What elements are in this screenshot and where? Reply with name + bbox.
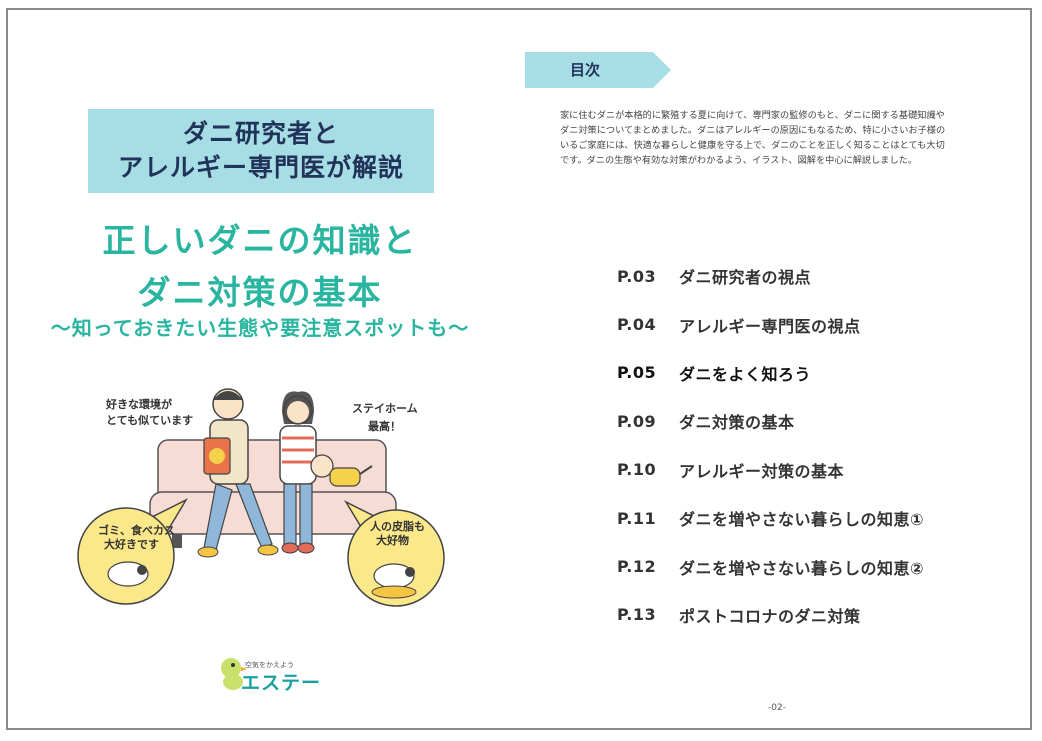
- toc-item-p03[interactable]: P.03 ダニ研究者の視点: [617, 252, 924, 300]
- bubble-bottom-right-line-2: 大好物: [376, 533, 409, 547]
- intro-line-3: いるご家庭には、快適な暮らしと健康を守る上で、ダニのことを正しく知ることはとても…: [560, 140, 945, 151]
- intro-line-2: ダニ対策についてまとめました。ダニはアレルギーの原因にもなるため、特に小さいお子…: [560, 125, 946, 136]
- toc-title: ダニ対策の基本: [679, 413, 795, 433]
- bubble-right-line-1: ステイホーム: [352, 402, 418, 415]
- toc-page-number: P.05: [617, 363, 657, 383]
- chick-logo-icon: [221, 658, 247, 690]
- headline-line-2: アレルギー専門医が解説: [117, 153, 404, 182]
- toc-title: ダニをよく知ろう: [679, 364, 812, 384]
- toc-item-p05[interactable]: P.05 ダニをよく知ろう: [617, 349, 924, 397]
- toc-page-number: P.10: [617, 460, 657, 480]
- bubble-right-line-2: 最高！: [368, 419, 401, 433]
- subtitle: ～知っておきたい生態や要注意スポットも～: [50, 316, 470, 340]
- bubble-left-line-2: とても似ています: [106, 414, 193, 427]
- toc-title: ポストコロナのダニ対策: [679, 606, 861, 626]
- bubble-bottom-left-line-1: ゴミ、食べカス: [98, 523, 175, 537]
- toc-page-number: P.09: [617, 411, 657, 431]
- toc-item-p12[interactable]: P.12 ダニを増やさない暮らしの知恵②: [617, 542, 924, 590]
- toc-item-p13[interactable]: P.13 ポストコロナのダニ対策: [617, 591, 924, 639]
- main-title-line-1: 正しいダニの知識と: [102, 221, 418, 260]
- toc-item-p11[interactable]: P.11 ダニを増やさない暮らしの知恵①: [617, 494, 924, 542]
- logo-tagline: 空気をかえよう: [245, 661, 294, 669]
- toc-page-number: P.03: [617, 266, 657, 286]
- mite-bubble-right: 人の皮脂も 大好物: [344, 500, 445, 607]
- intro-line-1: 家に住むダニが本格的に繁殖する夏に向けて、専門家の監修のもと、ダニに関する基礎知…: [560, 110, 945, 121]
- bubble-bottom-left-line-2: 大好きです: [104, 537, 159, 551]
- toc-title: アレルギー専門医の視点: [679, 316, 861, 336]
- intro-paragraph: 家に住むダニが本格的に繁殖する夏に向けて、専門家の監修のもと、ダニに関する基礎知…: [560, 108, 992, 168]
- father-figure: [197, 388, 279, 558]
- toc-title: アレルギー対策の基本: [679, 461, 845, 481]
- mother-figure: [279, 391, 317, 554]
- main-title-line-2: ダニ対策の基本: [137, 273, 383, 312]
- toc-item-p04[interactable]: P.04 アレルギー専門医の視点: [617, 300, 924, 348]
- toc-page-number: P.13: [617, 605, 657, 625]
- bubble-left-line-1: 好きな環境が: [105, 397, 172, 411]
- toc-page-number: P.11: [617, 508, 657, 528]
- toc-title: ダニを増やさない暮らしの知恵①: [679, 510, 925, 530]
- toc-title: ダニ研究者の視点: [679, 268, 812, 288]
- intro-line-4: です。ダニの生態や有効な対策がわかるよう、イラスト、図解を中心に解説しました。: [560, 155, 918, 166]
- toc-heading: 目次: [569, 61, 600, 79]
- toc-heading-tab: [525, 52, 671, 88]
- toc-page-number: P.12: [617, 557, 657, 577]
- toc-item-p10[interactable]: P.10 アレルギー対策の基本: [617, 446, 924, 494]
- child-figure: [310, 454, 373, 487]
- toc-item-p09[interactable]: P.09 ダニ対策の基本: [617, 397, 924, 445]
- page-number: -02-: [768, 703, 786, 713]
- mite-bubble-left: ゴミ、食べカス 大好きです: [77, 498, 188, 605]
- headline-box: ダニ研究者と アレルギー専門医が解説: [88, 109, 434, 193]
- headline-line-1: ダニ研究者と: [182, 119, 339, 148]
- toc-page-number: P.04: [617, 315, 657, 335]
- bubble-bottom-right-line-1: 人の皮脂も: [370, 519, 425, 533]
- family-sofa-illustration: 好きな環境が とても似ています ステイホーム 最高！ ゴミ、食べカス 大好きです…: [77, 388, 445, 607]
- toc-title: ダニを増やさない暮らしの知恵②: [679, 558, 925, 578]
- logo-name: エステー: [241, 672, 322, 694]
- toc-list: P.03 ダニ研究者の視点 P.04 アレルギー専門医の視点 P.05 ダニをよ…: [617, 252, 924, 639]
